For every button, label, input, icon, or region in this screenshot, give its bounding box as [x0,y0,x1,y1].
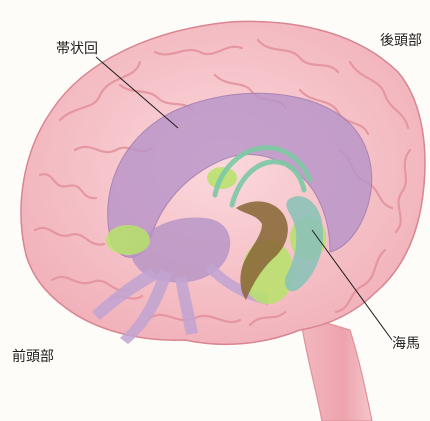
brainstem [300,315,372,421]
cingulate-gyrus-label: 帯状回 [56,42,98,56]
hippocampus-label: 海馬 [392,337,420,351]
posterior-label: 後頭部 [380,34,422,48]
frontal-label: 前頭部 [12,350,54,364]
